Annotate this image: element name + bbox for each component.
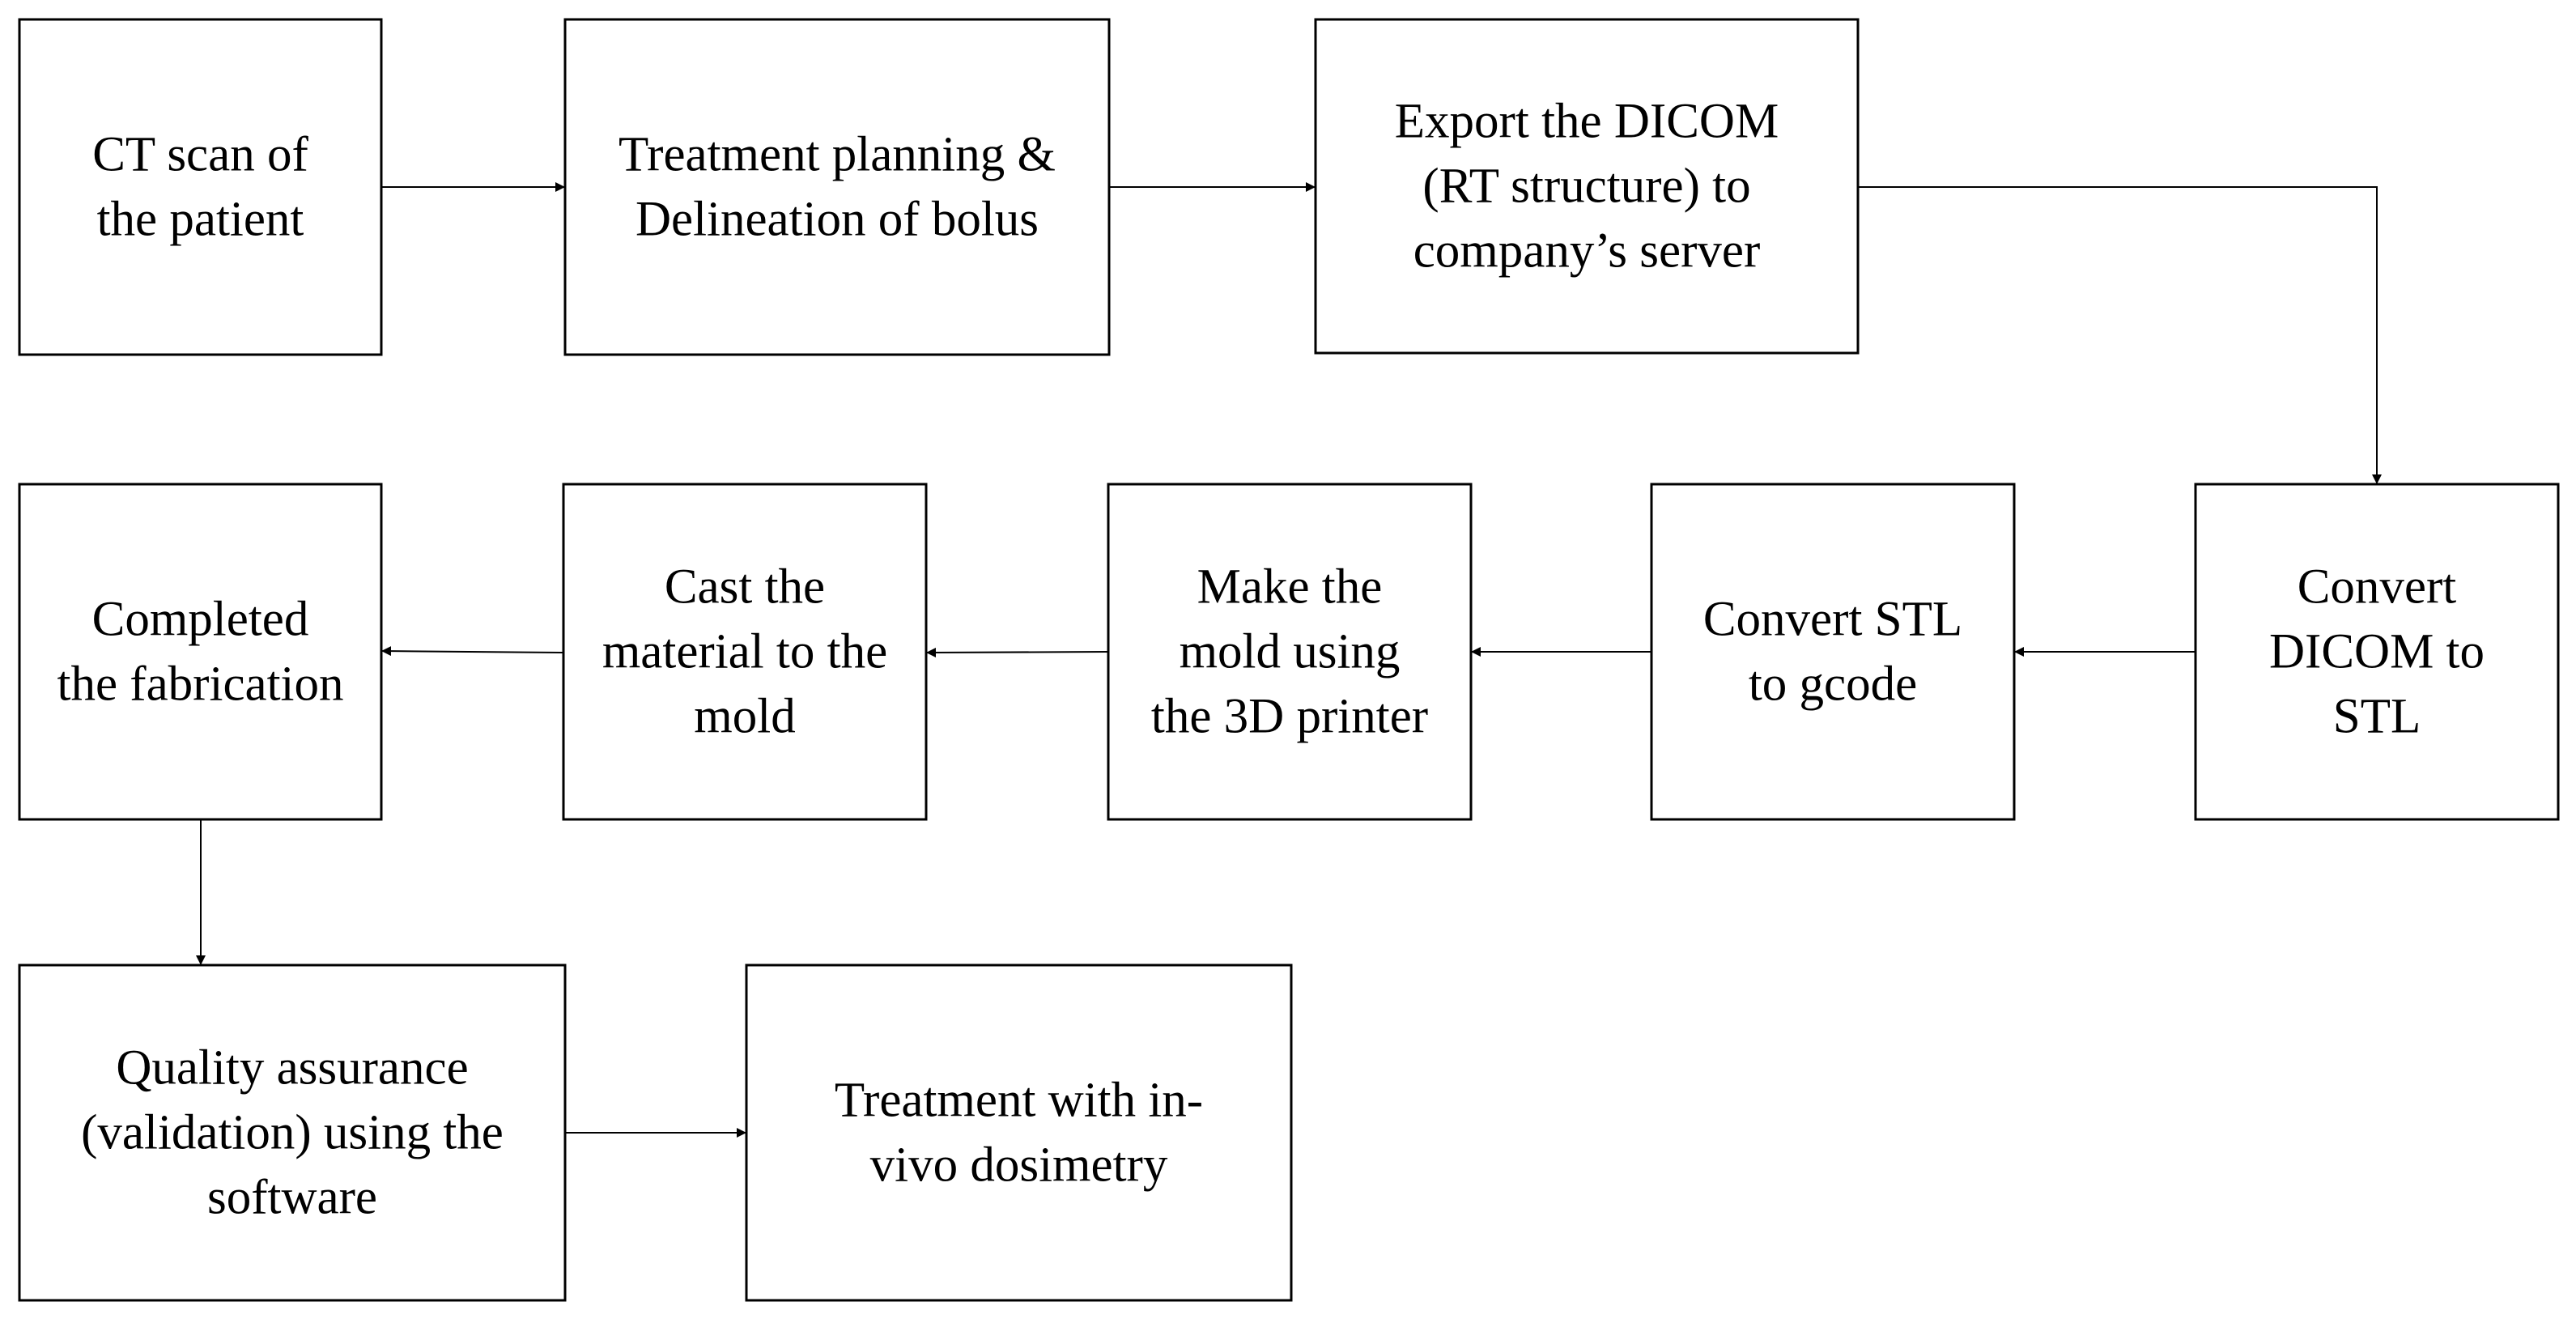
- step-label-line: to gcode: [1749, 657, 1917, 712]
- arrow-export-dicom-to-convert-dicom-stl: [1858, 186, 2382, 484]
- step-ct-scan: CT scan of the patient: [18, 18, 383, 356]
- step-label-line: Cast the: [665, 560, 825, 615]
- process-steps: CT scan of the patient Treatment planning …: [18, 18, 2560, 1302]
- step-label-line: Convert STL: [1703, 593, 1962, 647]
- step-make-mold: Make the mold using the 3D printer: [1107, 483, 1473, 821]
- step-label-line: mold using: [1180, 625, 1401, 679]
- arrow-cast-material-to-completed-fabrication: [381, 646, 564, 657]
- step-label-line: (validation) using the: [81, 1106, 504, 1160]
- step-treatment-in-vivo: Treatment with in-vivo dosimetry: [745, 964, 1293, 1302]
- step-treatment-planning: Treatment planning & Delineation of bolus: [563, 18, 1111, 356]
- step-box: [745, 964, 1293, 1302]
- step-quality-assurance: Quality assurance (validation) using the s…: [18, 964, 567, 1302]
- step-label-line: software: [207, 1171, 377, 1225]
- step-label-line: Delineation of bolus: [635, 193, 1039, 247]
- step-box: [562, 483, 928, 821]
- step-label-line: vivo dosimetry: [870, 1138, 1168, 1193]
- step-label-line: Convert: [2298, 560, 2457, 615]
- step-label-line: the fabrication: [57, 657, 344, 712]
- connectors: [196, 182, 2382, 1138]
- step-label-line: Export the DICOM: [1395, 95, 1779, 149]
- step-box: [2194, 483, 2560, 821]
- step-cast-material: Cast the material to the mold: [562, 483, 928, 821]
- step-label-line: Quality assurance: [116, 1041, 468, 1095]
- step-label-line: the 3D printer: [1151, 690, 1428, 744]
- step-box: [1107, 483, 1473, 821]
- step-box: [563, 18, 1111, 356]
- step-label-line: mold: [694, 690, 795, 744]
- step-label-line: STL: [2333, 690, 2421, 744]
- step-label-line: company’s server: [1413, 224, 1761, 279]
- step-box: [1314, 18, 1860, 355]
- arrow-make-mold-to-cast-material: [926, 647, 1109, 657]
- step-label-line: DICOM to: [2269, 625, 2485, 679]
- step-label-line: Treatment planning &: [618, 128, 1056, 182]
- step-box: [1650, 483, 2016, 821]
- step-label-line: Treatment with in-: [835, 1074, 1203, 1128]
- step-export-dicom: Export the DICOM (RT structure) to company…: [1314, 18, 1860, 355]
- step-label-line: Make the: [1197, 560, 1383, 615]
- step-box: [18, 483, 383, 821]
- step-label-line: CT scan of: [92, 128, 308, 182]
- step-convert-stl-gcode: Convert STL to gcode: [1650, 483, 2016, 821]
- step-label-line: material to the: [602, 625, 887, 679]
- step-label-line: the patient: [97, 193, 304, 247]
- step-box: [18, 964, 567, 1302]
- step-completed-fabrication: Completed the fabrication: [18, 483, 383, 821]
- step-box: [18, 18, 383, 356]
- step-label-line: Completed: [92, 593, 309, 647]
- step-label-line: (RT structure) to: [1422, 160, 1750, 214]
